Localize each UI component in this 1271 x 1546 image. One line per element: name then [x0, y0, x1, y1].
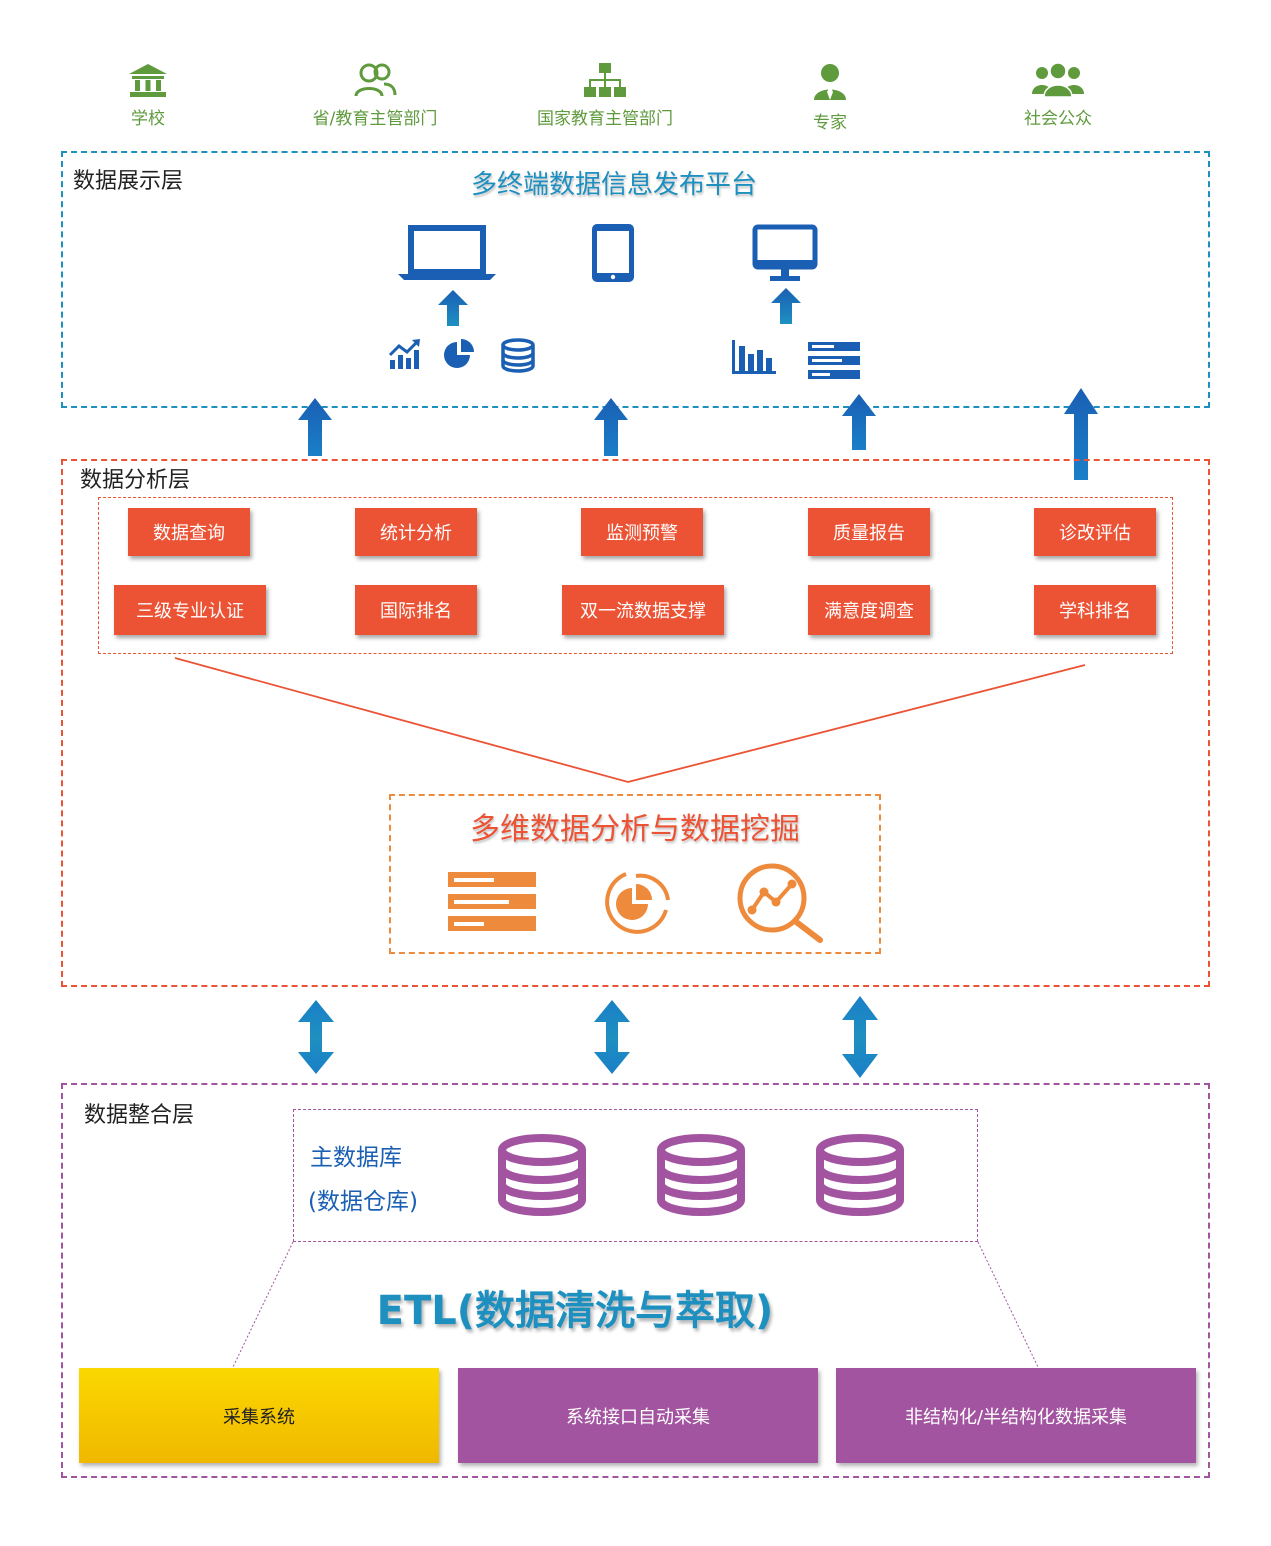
database-title: 主数据库 — [310, 1145, 402, 1171]
analysis-functions-box — [98, 497, 1173, 654]
database-icon — [816, 1134, 904, 1216]
analysis-layer-title: 数据分析层 — [80, 468, 191, 493]
function-diagnosis[interactable]: 诊改评估 — [1034, 508, 1156, 556]
database-icon — [498, 1134, 586, 1216]
stakeholder-province: 省/教育主管部门 — [290, 62, 460, 129]
stakeholder-national: 国家教育主管部门 — [510, 62, 700, 129]
mining-box — [389, 794, 881, 954]
up-arrow-icon — [1064, 388, 1098, 480]
function-monitoring[interactable]: 监测预警 — [581, 508, 703, 556]
up-arrow-icon — [842, 394, 876, 450]
analysis-layer — [61, 459, 1210, 987]
up-arrow-icon — [771, 288, 801, 324]
group-icon — [1032, 62, 1084, 98]
source-interface-auto[interactable]: 系统接口自动采集 — [458, 1368, 818, 1463]
bidirectional-arrow-icon — [842, 996, 878, 1078]
phone-icon — [592, 224, 634, 282]
platform-title: 多终端数据信息发布平台 — [470, 170, 757, 200]
stakeholder-label: 学校 — [131, 109, 165, 129]
function-double-first-class[interactable]: 双一流数据支撑 — [562, 585, 724, 635]
database-icon — [501, 338, 535, 373]
stakeholder-school: 学校 — [98, 62, 198, 129]
stakeholder-label: 社会公众 — [1024, 109, 1092, 129]
monitor-icon — [752, 224, 818, 281]
pie-chart-icon — [444, 339, 474, 368]
bidirectional-arrow-icon — [298, 1000, 334, 1074]
org-chart-icon — [584, 63, 626, 97]
up-arrow-icon — [594, 398, 628, 456]
users-icon — [354, 63, 397, 97]
function-quality-report[interactable]: 质量报告 — [808, 508, 930, 556]
function-discipline-ranking[interactable]: 学科排名 — [1034, 585, 1156, 635]
up-arrow-icon — [438, 290, 468, 326]
source-collection-system[interactable]: 采集系统 — [79, 1368, 439, 1463]
function-satisfaction[interactable]: 满意度调查 — [808, 585, 930, 635]
integration-layer — [61, 1083, 1210, 1478]
bar-chart-icon — [732, 340, 776, 374]
stakeholder-label: 专家 — [813, 113, 847, 133]
expert-icon — [814, 64, 846, 100]
up-arrow-icon — [298, 398, 332, 456]
list-icon — [448, 872, 536, 931]
function-data-query[interactable]: 数据查询 — [128, 508, 250, 556]
stakeholder-expert: 专家 — [790, 62, 870, 133]
trend-search-icon — [737, 863, 823, 943]
stakeholder-label: 国家教育主管部门 — [537, 109, 673, 129]
function-intl-ranking[interactable]: 国际排名 — [355, 585, 477, 635]
database-box — [293, 1109, 978, 1242]
bidirectional-arrow-icon — [594, 1000, 630, 1074]
function-statistics[interactable]: 统计分析 — [355, 508, 477, 556]
presentation-layer — [61, 151, 1210, 408]
bank-icon — [129, 64, 167, 97]
stakeholder-label: 省/教育主管部门 — [312, 109, 438, 129]
etl-title: ETL(数据清洗与萃取) — [376, 1288, 774, 1334]
integration-layer-title: 数据整合层 — [84, 1103, 195, 1128]
mining-title: 多维数据分析与数据挖掘 — [470, 812, 800, 847]
pie-chart-icon — [605, 872, 670, 934]
stakeholder-public: 社会公众 — [1008, 62, 1108, 129]
function-certification[interactable]: 三级专业认证 — [114, 585, 266, 635]
presentation-layer-title: 数据展示层 — [73, 169, 184, 194]
list-icon — [808, 342, 860, 379]
laptop-icon — [398, 225, 496, 280]
funnel-connector — [174, 657, 1086, 783]
trend-chart-icon — [388, 339, 420, 369]
database-subtitle: (数据仓库) — [308, 1189, 418, 1215]
database-icon — [657, 1134, 745, 1216]
source-unstructured[interactable]: 非结构化/半结构化数据采集 — [836, 1368, 1196, 1463]
